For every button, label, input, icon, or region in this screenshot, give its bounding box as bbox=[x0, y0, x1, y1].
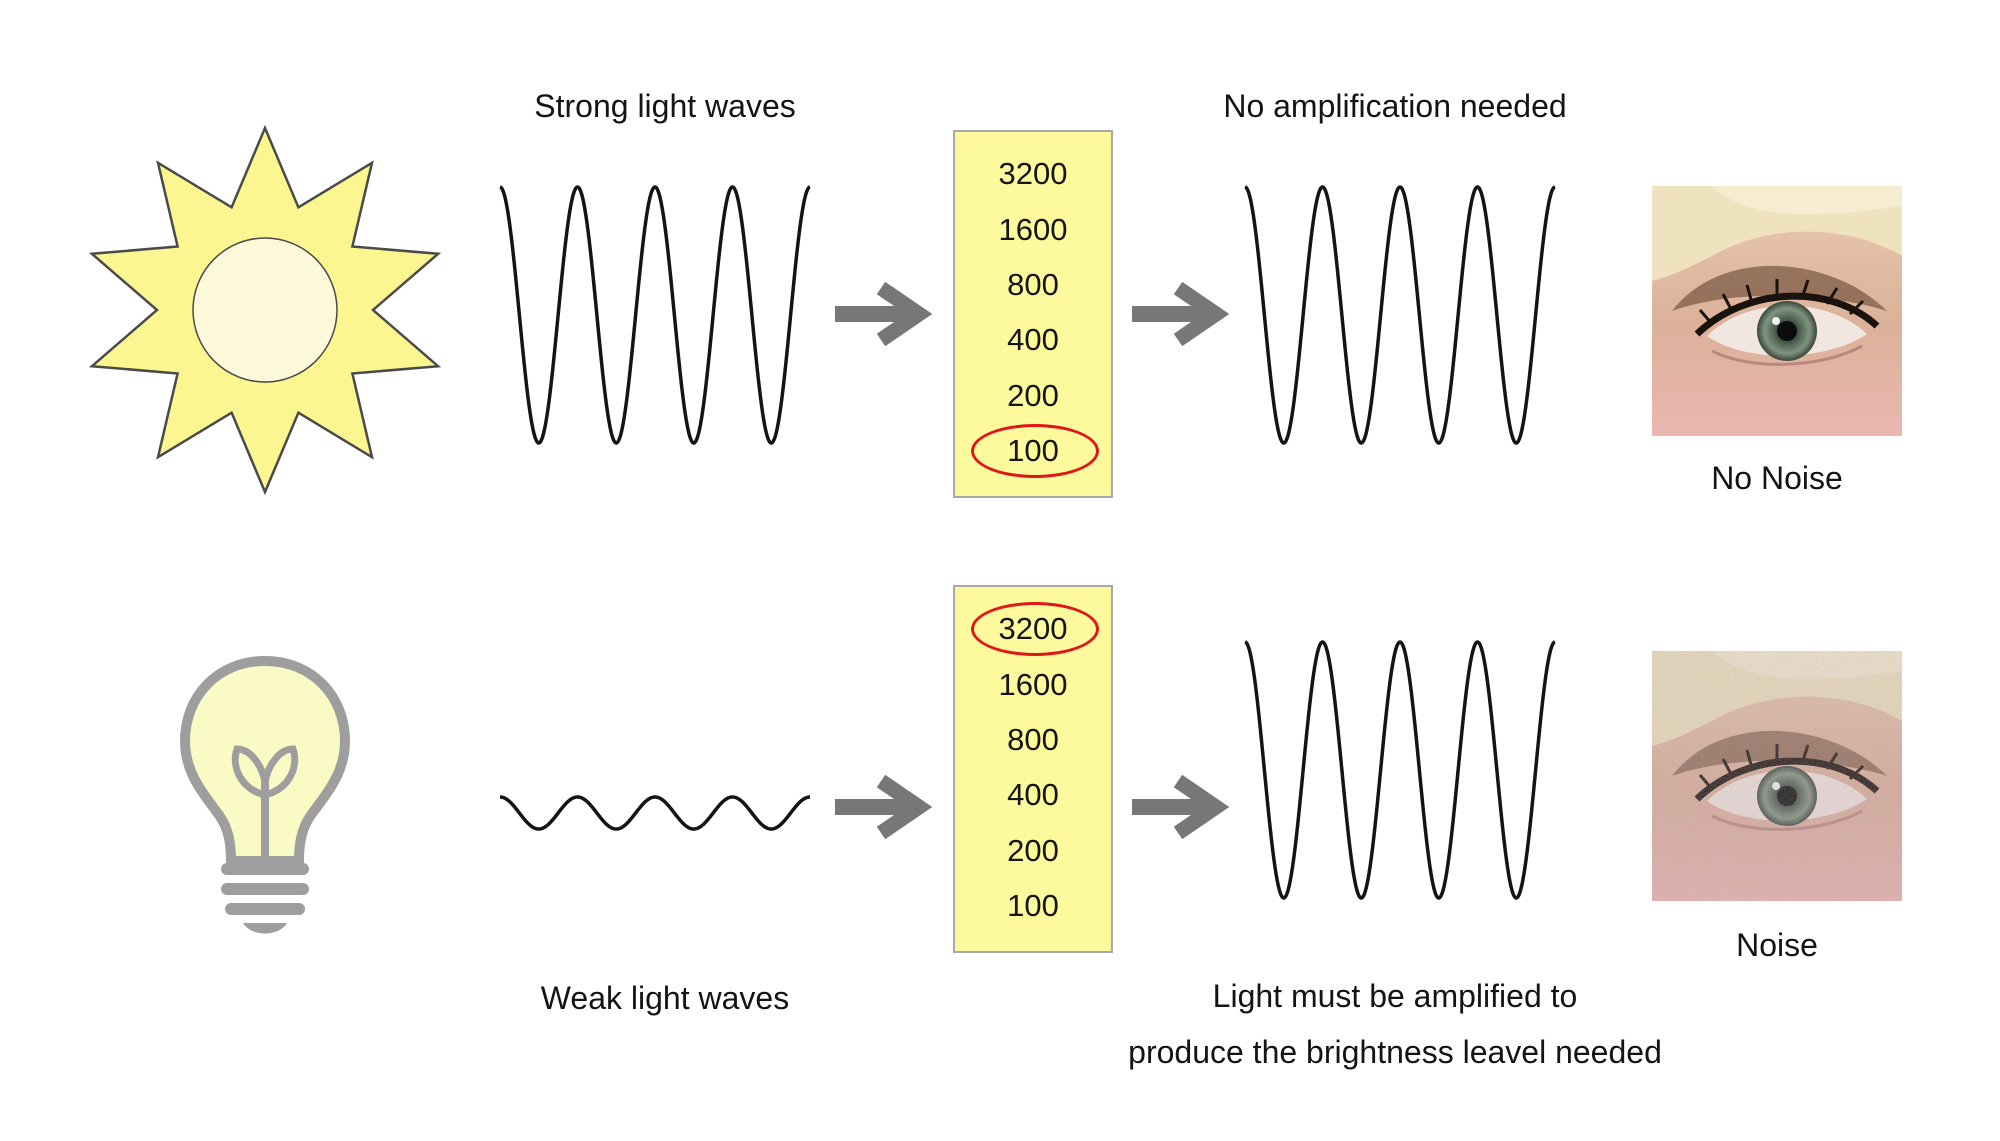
no-noise-label: No Noise bbox=[1711, 460, 1843, 496]
iso-value: 200 bbox=[1007, 833, 1059, 868]
light-bulb-icon bbox=[179, 655, 351, 934]
iso-value: 100 bbox=[1007, 888, 1059, 923]
arrow-right-icon bbox=[1132, 775, 1230, 839]
iso-scale-top: 3200 1600 800 400 200 100 bbox=[953, 130, 1113, 498]
iso-value: 3200 bbox=[998, 156, 1068, 191]
strong-wave-input bbox=[499, 185, 811, 445]
sun-icon bbox=[88, 124, 442, 496]
noise-grain bbox=[1652, 651, 1902, 901]
arrow-right-icon bbox=[835, 775, 933, 839]
strong-light-label: Strong light waves bbox=[534, 88, 796, 124]
eye-photo-noisy bbox=[1652, 651, 1902, 901]
iso-value: 200 bbox=[1007, 378, 1059, 413]
amplified-label-line1: Light must be amplified to bbox=[1212, 978, 1578, 1014]
weak-light-label: Weak light waves bbox=[540, 980, 790, 1016]
iso-selection-ring bbox=[971, 424, 1099, 478]
iso-value: 1600 bbox=[998, 667, 1068, 702]
arrow-right-icon bbox=[835, 282, 933, 346]
weak-wave-input bbox=[499, 795, 811, 831]
iso-value: 800 bbox=[1007, 267, 1059, 302]
iso-selection-ring bbox=[971, 602, 1099, 656]
arrow-right-icon bbox=[1132, 282, 1230, 346]
sun-core bbox=[192, 237, 338, 383]
iso-value: 800 bbox=[1007, 722, 1059, 757]
iso-value: 1600 bbox=[998, 212, 1068, 247]
noise-label: Noise bbox=[1736, 927, 1818, 963]
iso-value: 400 bbox=[1007, 777, 1059, 812]
eye-photo-clean bbox=[1652, 186, 1902, 436]
amplified-label-line2: produce the brightness leavel needed bbox=[1128, 1034, 1662, 1070]
iso-value: 400 bbox=[1007, 322, 1059, 357]
iso-scale-bottom: 3200 1600 800 400 200 100 bbox=[953, 585, 1113, 953]
no-amplification-label: No amplification needed bbox=[1223, 88, 1567, 124]
amplified-wave-output bbox=[1244, 640, 1556, 900]
strong-wave-output bbox=[1244, 185, 1556, 445]
